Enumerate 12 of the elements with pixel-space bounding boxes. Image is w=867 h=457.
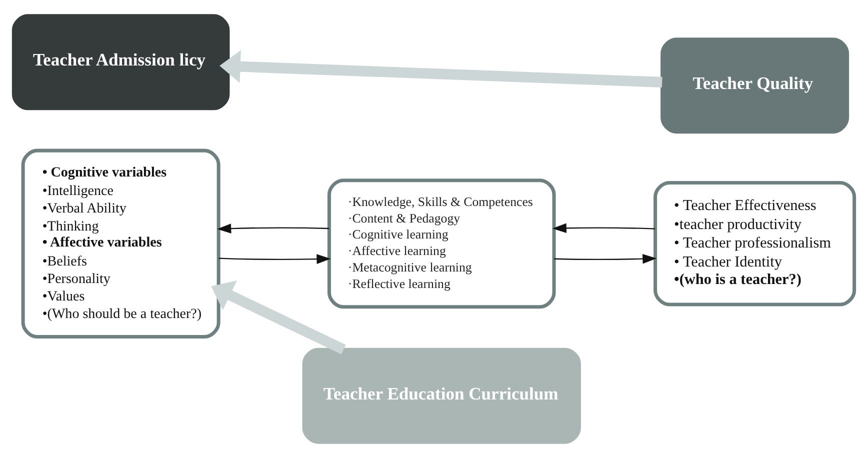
node-box: Teacher Admission licy (11, 14, 230, 110)
arrow (219, 50, 662, 87)
node-box: • Cognitive variables •Intelligence •Verbal Ability •Thinking • Affective variables •Beliefs •Personality •Values •(Who should be a teacher?) (20, 148, 220, 338)
arrow (554, 253, 656, 264)
arrow (216, 223, 328, 233)
node-box: Teacher Education Curriculum (302, 347, 580, 444)
node-box: • Teacher Effectiveness •teacher productivity • Teacher professionalism • Teacher Identity •(who is a teacher?) (653, 180, 856, 306)
arrow (552, 222, 654, 233)
node-box: Teacher Quality (660, 37, 849, 134)
node-box: ·Knowledge, Skills & Competences ·Content & Pedagogy ·Cognitive learning ·Affective learning ·Metacognitive learning ·Reflective learning (326, 178, 556, 308)
arrow (210, 280, 346, 354)
arrow (218, 254, 330, 264)
